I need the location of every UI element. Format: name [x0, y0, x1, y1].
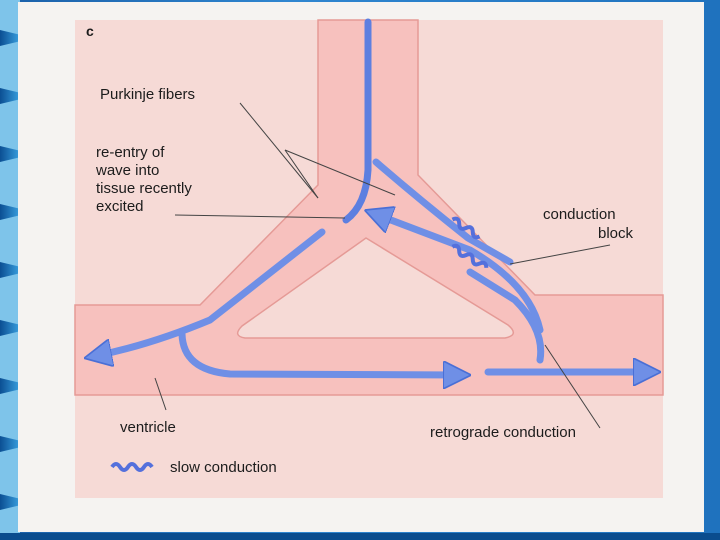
inner-triangle	[236, 237, 514, 339]
inner-bottom-arrow	[178, 330, 460, 375]
label-reentry-line3: tissue recently	[96, 180, 192, 197]
label-conduction-block-2: block	[598, 225, 634, 242]
decor-bar	[0, 88, 20, 104]
label-pointers	[154, 102, 611, 429]
left-decor-strip	[0, 0, 20, 540]
decor-bar	[0, 378, 20, 394]
decor-bar	[0, 494, 20, 510]
legend-slow-conduction-icon	[110, 462, 154, 472]
decor-bar	[0, 204, 20, 220]
decor-bar	[0, 146, 20, 162]
label-retrograde-conduction: retrograde conduction	[430, 424, 576, 441]
label-purkinje-fibers: Purkinje fibers	[100, 86, 195, 103]
decor-bar	[0, 436, 20, 452]
slow-conduction-wave	[451, 216, 481, 240]
slide-bottom-bar	[0, 533, 720, 540]
label-conduction-block-1: conduction	[543, 206, 616, 223]
legend-slow-conduction-label: slow conduction	[170, 459, 277, 476]
panel-letter: c	[86, 23, 94, 39]
decor-bar	[0, 30, 20, 46]
right-branch-lower	[466, 268, 545, 364]
decor-bar	[0, 262, 20, 278]
label-reentry-line4: excited	[96, 198, 144, 215]
label-reentry-line1: re-entry of	[96, 144, 165, 161]
purkinje-down-arrow	[342, 18, 372, 224]
conduction-arrows	[95, 18, 650, 375]
right-branch-arrow	[372, 158, 514, 266]
decor-bar	[0, 320, 20, 336]
left-branch-arrow	[95, 228, 326, 356]
slow-conduction-wave	[451, 243, 489, 269]
label-ventricle: ventricle	[120, 419, 176, 436]
label-reentry-line2: wave into	[95, 162, 159, 179]
retrograde-return-arrow	[375, 214, 544, 334]
